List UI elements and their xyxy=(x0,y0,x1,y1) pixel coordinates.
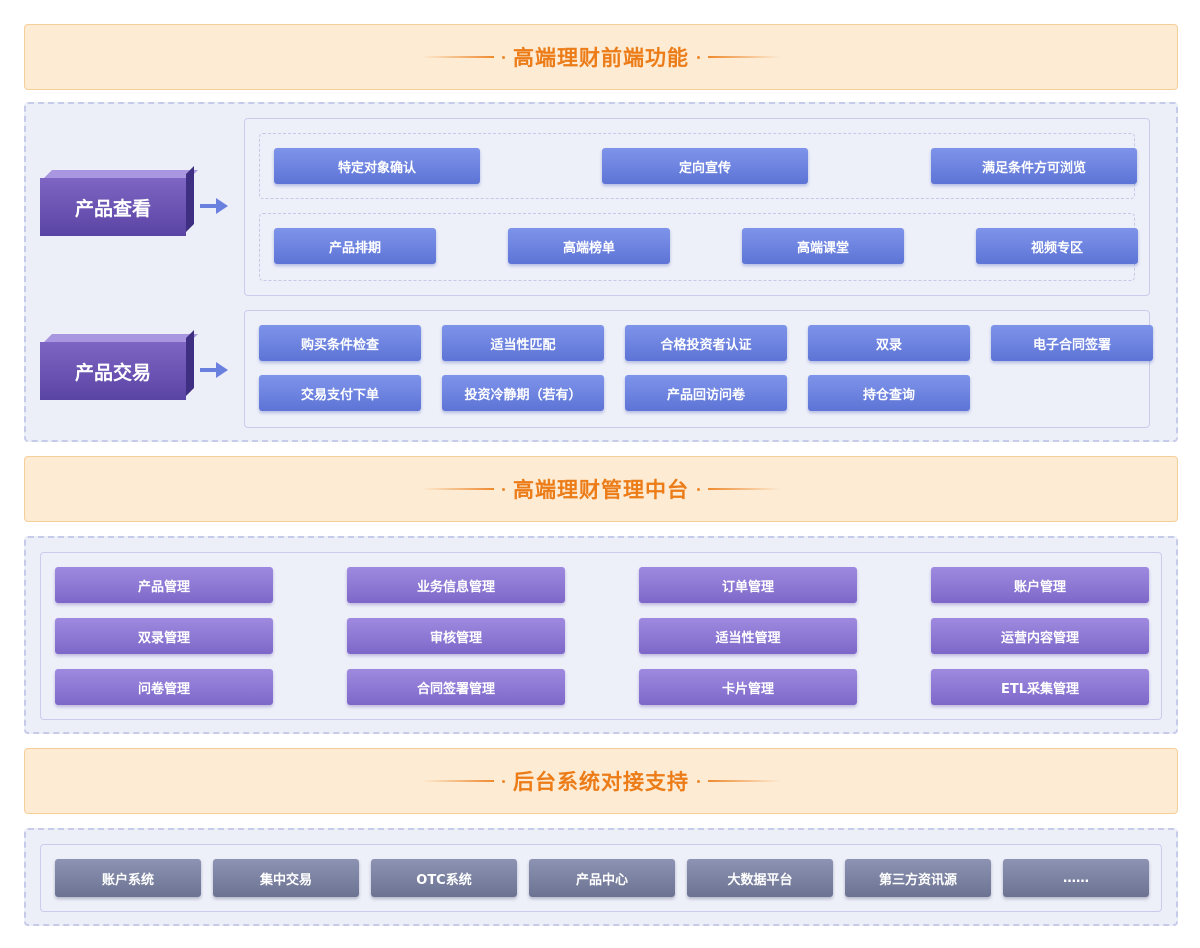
banner-dot xyxy=(502,779,505,783)
btn-big-data-platform[interactable]: 大数据平台 xyxy=(687,859,833,897)
section-banner-backend: 后台系统对接支持 xyxy=(24,748,1178,814)
btn-product-center[interactable]: 产品中心 xyxy=(529,859,675,897)
btn-dual-recording[interactable]: 双录 xyxy=(808,325,970,361)
btn-account-management[interactable]: 账户管理 xyxy=(931,567,1149,603)
btn-product-revisit-survey[interactable]: 产品回访问卷 xyxy=(625,375,787,411)
section-title-frontend: 高端理财前端功能 xyxy=(513,46,689,70)
btn-dual-recording-management[interactable]: 双录管理 xyxy=(55,618,273,654)
backend-panel: 账户系统 集中交易 OTC系统 产品中心 大数据平台 第三方资讯源 …… xyxy=(24,828,1178,926)
btn-cooling-off-period[interactable]: 投资冷静期（若有） xyxy=(442,375,604,411)
btn-high-end-class[interactable]: 高端课堂 xyxy=(742,228,904,264)
section-title-backend: 后台系统对接支持 xyxy=(513,770,689,794)
section-banner-frontend: 高端理财前端功能 xyxy=(24,24,1178,90)
product-view-label: 产品查看 xyxy=(74,197,151,220)
btn-suitability-management[interactable]: 适当性管理 xyxy=(639,618,857,654)
arrow-right-icon xyxy=(200,362,228,378)
banner-line-left xyxy=(422,488,494,490)
btn-order-management[interactable]: 订单管理 xyxy=(639,567,857,603)
btn-product-schedule[interactable]: 产品排期 xyxy=(274,228,436,264)
banner-dot xyxy=(697,779,700,783)
btn-card-management[interactable]: 卡片管理 xyxy=(639,669,857,705)
banner-dot xyxy=(697,55,700,59)
backend-box: 账户系统 集中交易 OTC系统 产品中心 大数据平台 第三方资讯源 …… xyxy=(40,844,1162,912)
banner-line-right xyxy=(708,488,780,490)
banner-dot xyxy=(697,487,700,491)
btn-otc-system[interactable]: OTC系统 xyxy=(371,859,517,897)
btn-qualified-investor-cert[interactable]: 合格投资者认证 xyxy=(625,325,787,361)
product-trade-box: 购买条件检查 适当性匹配 合格投资者认证 双录 电子合同签署 交易支付下单 投资… xyxy=(244,310,1153,428)
btn-purchase-condition-check[interactable]: 购买条件检查 xyxy=(259,325,421,361)
btn-centralized-trading[interactable]: 集中交易 xyxy=(213,859,359,897)
product-view-row1-group: 特定对象确认 定向宣传 满足条件方可浏览 xyxy=(259,133,1137,199)
block-side-face xyxy=(186,166,194,232)
btn-business-info-management[interactable]: 业务信息管理 xyxy=(347,567,565,603)
btn-high-end-ranking[interactable]: 高端榜单 xyxy=(508,228,670,264)
arrow-right-icon xyxy=(200,198,228,214)
btn-account-system[interactable]: 账户系统 xyxy=(55,859,201,897)
banner-line-right xyxy=(708,780,780,782)
product-view-block: 产品查看 xyxy=(40,166,198,236)
btn-e-contract-sign[interactable]: 电子合同签署 xyxy=(991,325,1153,361)
product-view-box: 特定对象确认 定向宣传 满足条件方可浏览 产品排期 高端榜单 高端课堂 视频专区 xyxy=(244,118,1150,296)
btn-specific-object-confirm[interactable]: 特定对象确认 xyxy=(274,148,480,184)
banner-dot xyxy=(502,487,505,491)
btn-product-management[interactable]: 产品管理 xyxy=(55,567,273,603)
banner-dot xyxy=(502,55,505,59)
btn-holding-inquiry[interactable]: 持仓查询 xyxy=(808,375,970,411)
product-trade-label: 产品交易 xyxy=(74,361,151,384)
section-banner-middle: 高端理财管理中台 xyxy=(24,456,1178,522)
middle-panel: 产品管理 业务信息管理 订单管理 账户管理 双录管理 审核管理 适当性管理 运营… xyxy=(24,536,1178,734)
btn-targeted-promotion[interactable]: 定向宣传 xyxy=(602,148,808,184)
banner-line-left xyxy=(422,56,494,58)
btn-browse-on-condition[interactable]: 满足条件方可浏览 xyxy=(931,148,1137,184)
btn-operation-content-management[interactable]: 运营内容管理 xyxy=(931,618,1149,654)
btn-questionnaire-management[interactable]: 问卷管理 xyxy=(55,669,273,705)
middle-box: 产品管理 业务信息管理 订单管理 账户管理 双录管理 审核管理 适当性管理 运营… xyxy=(40,552,1162,720)
block-top-face xyxy=(44,334,198,342)
btn-third-party-info-source[interactable]: 第三方资讯源 xyxy=(845,859,991,897)
btn-more[interactable]: …… xyxy=(1003,859,1149,897)
product-trade-block: 产品交易 xyxy=(40,330,198,400)
btn-trade-payment-order[interactable]: 交易支付下单 xyxy=(259,375,421,411)
section-title-middle: 高端理财管理中台 xyxy=(513,478,689,502)
frontend-panel: 产品查看 特定对象确认 定向宣传 满足条件方可浏览 产品排期 高端榜单 高端课堂… xyxy=(24,102,1178,442)
banner-line-right xyxy=(708,56,780,58)
btn-suitability-match[interactable]: 适当性匹配 xyxy=(442,325,604,361)
block-side-face xyxy=(186,330,194,396)
banner-line-left xyxy=(422,780,494,782)
block-top-face xyxy=(44,170,198,178)
btn-contract-signing-management[interactable]: 合同签署管理 xyxy=(347,669,565,705)
btn-review-management[interactable]: 审核管理 xyxy=(347,618,565,654)
btn-etl-collection-management[interactable]: ETL采集管理 xyxy=(931,669,1149,705)
btn-video-zone[interactable]: 视频专区 xyxy=(976,228,1138,264)
product-view-row2-group: 产品排期 高端榜单 高端课堂 视频专区 xyxy=(259,213,1138,281)
